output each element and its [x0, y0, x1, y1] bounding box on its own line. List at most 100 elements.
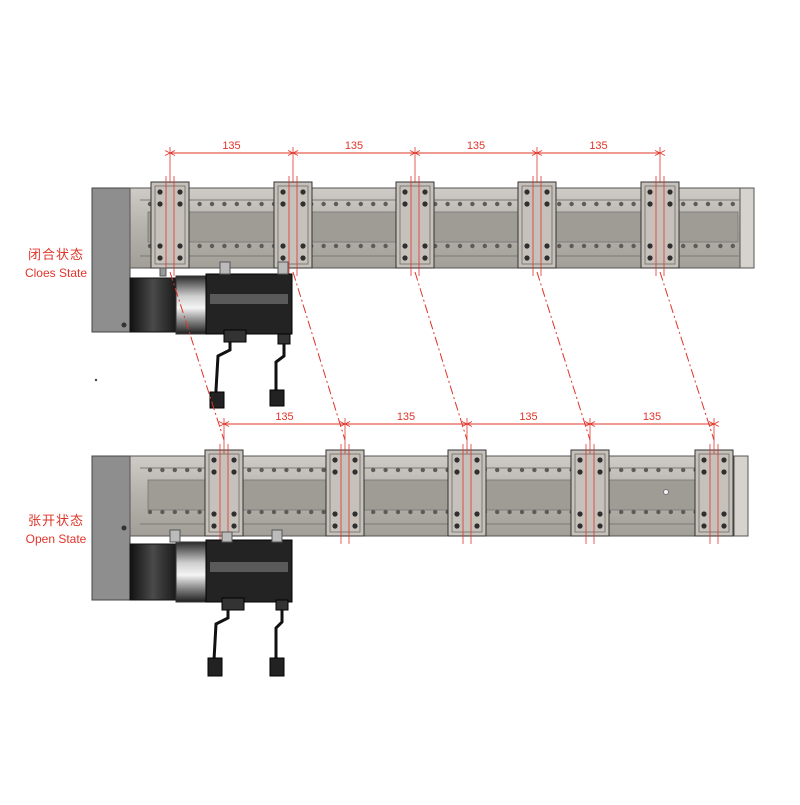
- rail-hole: [259, 201, 264, 207]
- carriage-plate: [570, 449, 610, 537]
- rail-hole: [507, 509, 512, 515]
- rail-hole: [631, 509, 636, 515]
- rail-end-cap: [739, 187, 755, 269]
- cable-plug-right: [269, 389, 285, 407]
- dimension-arrow: [223, 421, 230, 427]
- rail-hole: [519, 509, 525, 515]
- carriage-block: [447, 444, 487, 544]
- carriage-bolt: [231, 469, 237, 475]
- rail-hole: [197, 467, 202, 473]
- open-state-label-en: Open State: [25, 532, 87, 546]
- rail-hole: [445, 201, 450, 207]
- rail-hole: [147, 467, 153, 473]
- carriage-inner-edge: [521, 185, 553, 265]
- rail-hole: [433, 509, 438, 515]
- carriage-bolt: [211, 511, 217, 517]
- carriage-bolt: [721, 457, 727, 463]
- cable-left: [214, 342, 232, 398]
- carriage-bolt: [721, 523, 727, 529]
- rail-hole: [457, 243, 463, 249]
- travel-line: [169, 271, 225, 441]
- rail-hole: [209, 243, 215, 249]
- carriage-block: [640, 176, 680, 276]
- carriage-bolt: [544, 255, 550, 261]
- carriage-bolt: [177, 189, 183, 195]
- rail-end-cap: [733, 455, 749, 537]
- carriage-bolt: [352, 457, 358, 463]
- rail-hole: [495, 243, 500, 249]
- spacing-label: 135: [467, 140, 485, 152]
- rail-hole: [383, 467, 388, 473]
- motor-highlight: [210, 562, 288, 572]
- carriage-bolt: [300, 189, 306, 195]
- motor-flange: [129, 277, 177, 333]
- rail-hole: [557, 243, 562, 249]
- rail-hole: [259, 243, 264, 249]
- rail-hole: [358, 243, 363, 249]
- dimension-arrow: [589, 421, 596, 427]
- carriage-bolt: [597, 469, 603, 475]
- carriage-bolt: [332, 511, 338, 517]
- carriage-bolt: [544, 189, 550, 195]
- rail-hole: [681, 467, 686, 473]
- rail-hole: [408, 467, 413, 473]
- carriage-bolt: [280, 189, 286, 195]
- carriage-bolt: [332, 523, 338, 529]
- rail-hole: [395, 509, 401, 515]
- rail-hole: [557, 467, 562, 473]
- rail-hole: [619, 243, 624, 249]
- carriage-bolt: [422, 189, 428, 195]
- rail-slot: [147, 211, 739, 243]
- rail-hole: [383, 243, 388, 249]
- rail-hole: [594, 243, 599, 249]
- mount-studs: [169, 529, 283, 543]
- cable-plug-left: [207, 657, 223, 677]
- carriage-bolt: [352, 469, 358, 475]
- rail-hole: [247, 201, 252, 207]
- motor-flange: [129, 543, 177, 601]
- dimension-arrow: [169, 150, 176, 156]
- carriage-bolt: [300, 201, 306, 207]
- carriage-bolt: [667, 189, 673, 195]
- carriage-bolt: [647, 255, 653, 261]
- carriage-bolt: [647, 243, 653, 249]
- rail-hole: [656, 509, 661, 515]
- rail-hole: [247, 467, 252, 473]
- carriage-bolt: [454, 523, 460, 529]
- carriage-bolt: [474, 523, 480, 529]
- rail-hole: [482, 243, 487, 249]
- carriage-plate: [204, 449, 244, 537]
- rail-hole: [619, 509, 624, 515]
- carriage-bolt: [177, 201, 183, 207]
- carriage-bolt: [332, 457, 338, 463]
- carriage-bolt: [211, 457, 217, 463]
- carriage-bolt: [524, 243, 530, 249]
- carriage-bolt: [231, 511, 237, 517]
- carriage-plate: [273, 181, 313, 269]
- rail-hole: [495, 467, 500, 473]
- carriage-block: [273, 176, 313, 276]
- dimension-arrow: [536, 150, 543, 156]
- rail-hole: [730, 201, 735, 207]
- rail-hole: [222, 243, 227, 249]
- rail-hole: [594, 201, 599, 207]
- rail-hole: [507, 243, 512, 249]
- carriage-bolt: [422, 255, 428, 261]
- rail-hole: [581, 201, 587, 207]
- rail-hole: [271, 509, 277, 515]
- carriage-plate: [694, 449, 734, 537]
- carriage-bolt: [177, 255, 183, 261]
- rail-hole: [631, 201, 636, 207]
- rail-hole: [656, 467, 661, 473]
- cable-right: [274, 610, 284, 660]
- carriage-block: [204, 444, 244, 544]
- carriage-bolt: [597, 523, 603, 529]
- carriage-bolt: [177, 243, 183, 249]
- rail-hole: [271, 467, 277, 473]
- carriage-bolt: [647, 201, 653, 207]
- dimension-arrow: [344, 421, 351, 427]
- rail-hole: [185, 509, 190, 515]
